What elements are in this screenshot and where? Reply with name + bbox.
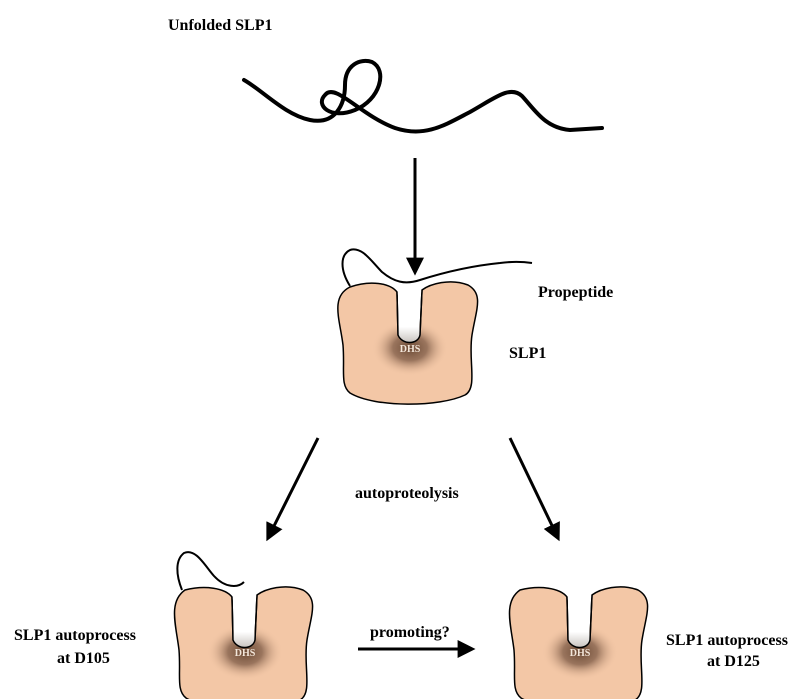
slp1-label: SLP1 (509, 345, 546, 362)
slp1-product-d125: DHS (509, 587, 647, 699)
residual-propeptide-chain (177, 552, 244, 590)
unfolded-chain (244, 61, 602, 132)
active-site-label: DHS (400, 344, 421, 355)
substrate-cleft-right (567, 595, 592, 648)
slp1-product-d105: DHS (174, 552, 312, 699)
unfolded-slp1-label: Unfolded SLP1 (168, 17, 272, 34)
slp1-precursor: DHS (338, 249, 532, 404)
autoproteolysis-label: autoproteolysis (355, 485, 459, 502)
d125-label-line2: at D125 (707, 653, 760, 670)
active-site-label-right: DHS (570, 648, 591, 659)
propeptide-label: Propeptide (538, 284, 613, 301)
substrate-cleft-left (232, 595, 257, 648)
d105-label-line2: at D105 (57, 650, 110, 667)
promoting-label: promoting? (370, 624, 450, 641)
d125-label-line1: SLP1 autoprocess (666, 632, 788, 649)
autoproteolysis-arrow-right (510, 438, 558, 538)
autoproteolysis-arrow-left (268, 438, 318, 538)
propeptide-chain (343, 249, 533, 286)
active-site-label-left: DHS (235, 648, 256, 659)
d105-label-line1: SLP1 autoprocess (14, 627, 136, 644)
substrate-cleft (397, 290, 422, 343)
